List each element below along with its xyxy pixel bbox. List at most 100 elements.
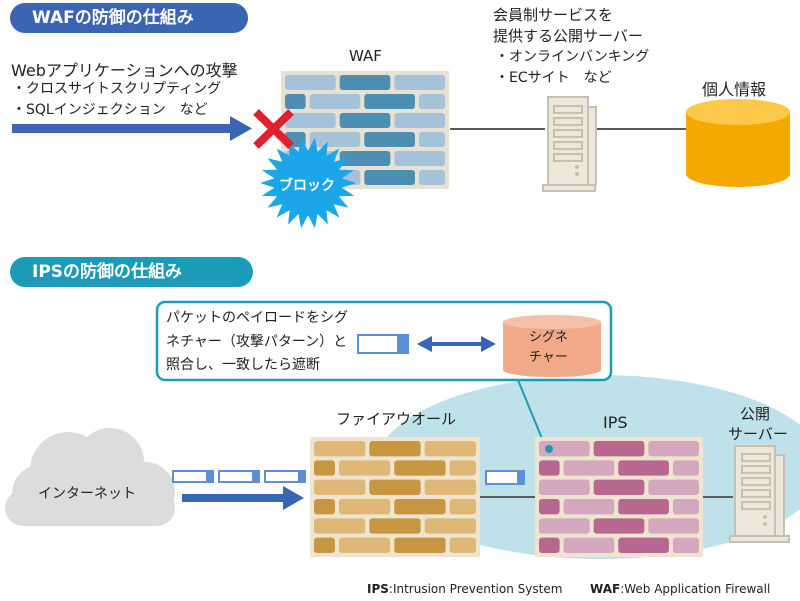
server-item-banking: ・オンラインバンキング xyxy=(495,49,650,65)
brick xyxy=(338,537,391,553)
brick xyxy=(314,479,366,495)
brick xyxy=(314,537,335,553)
incoming-traffic-arrow xyxy=(182,486,304,510)
brick xyxy=(285,75,336,90)
legend-waf-abbr: WAF xyxy=(590,582,621,596)
brick xyxy=(394,75,445,90)
brick xyxy=(339,113,391,128)
brick xyxy=(539,518,590,534)
server-heading-line2: 提供する公開サーバー xyxy=(493,27,643,45)
compare-double-arrow xyxy=(417,336,496,352)
waf-section-title: WAFの防御の仕組み xyxy=(10,3,248,33)
attack-arrow xyxy=(12,116,252,141)
brick xyxy=(364,132,415,147)
block-x-icon xyxy=(253,109,294,149)
ips-public-server-icon xyxy=(729,445,790,543)
callout-anchor-dot xyxy=(545,445,553,453)
internet-cloud-icon xyxy=(5,428,175,526)
ips-wall xyxy=(535,437,703,557)
public-server-icon xyxy=(542,96,597,192)
brick xyxy=(339,151,391,166)
internet-label: インターネット xyxy=(38,486,136,502)
brick xyxy=(593,479,645,495)
brick xyxy=(539,537,560,553)
brick xyxy=(394,113,445,128)
brick xyxy=(364,94,415,109)
callout-line-1: パケットのペイロードをシグ xyxy=(166,310,348,326)
attack-heading: Webアプリケーションへの攻撃 xyxy=(11,61,238,80)
brick xyxy=(314,460,335,476)
firewall-label: ファイアウオール xyxy=(336,410,457,428)
brick xyxy=(593,441,645,457)
callout-line-3: 照合し、一致したら遮断 xyxy=(166,357,320,373)
brick xyxy=(369,479,421,495)
db-label: 個人情報 xyxy=(702,80,767,99)
brick xyxy=(369,441,421,457)
callout-packet-icon xyxy=(357,334,409,354)
server-heading-line1: 会員制サービスを xyxy=(493,6,614,24)
legend-ips-full: :Intrusion Prevention System xyxy=(388,582,563,596)
brick xyxy=(285,113,336,128)
brick xyxy=(618,537,669,553)
brick xyxy=(424,518,476,534)
brick xyxy=(424,479,476,495)
brick xyxy=(424,441,476,457)
public-server-label-line2: サーバー xyxy=(728,425,788,443)
legend-ips: IPS:Intrusion Prevention System xyxy=(367,582,562,596)
brick xyxy=(418,94,445,109)
brick xyxy=(314,518,366,534)
brick xyxy=(618,499,669,515)
brick xyxy=(449,460,476,476)
attack-item-sqli: ・SQLインジェクション など xyxy=(12,102,208,118)
brick xyxy=(648,479,699,495)
brick xyxy=(672,499,699,515)
ips-section-title: IPSの防御の仕組み xyxy=(10,257,253,287)
brick xyxy=(449,537,476,553)
waf-label: WAF xyxy=(349,47,382,65)
brick xyxy=(394,537,446,553)
brick xyxy=(593,518,645,534)
brick xyxy=(314,441,366,457)
signature-label-line2: チャー xyxy=(529,350,568,365)
brick xyxy=(418,170,445,185)
brick xyxy=(418,132,445,147)
ips-label: IPS xyxy=(603,413,628,432)
brick xyxy=(339,75,391,90)
brick xyxy=(285,94,306,109)
legend-waf-full: :Web Application Firewall xyxy=(620,582,771,596)
brick xyxy=(563,460,615,476)
brick xyxy=(394,151,445,166)
firewall-wall xyxy=(310,437,480,557)
server-item-ec: ・ECサイト など xyxy=(495,70,612,86)
block-burst-icon xyxy=(260,137,356,229)
brick xyxy=(618,460,669,476)
brick xyxy=(539,441,590,457)
brick xyxy=(563,499,615,515)
brick xyxy=(648,441,699,457)
brick xyxy=(563,537,615,553)
public-server-label-line1: 公開 xyxy=(740,405,771,423)
incoming-packets xyxy=(172,470,306,483)
legend-waf: WAF:Web Application Firewall xyxy=(590,582,770,596)
attack-item-xss: ・クロスサイトスクリプティング xyxy=(12,81,222,97)
brick xyxy=(338,499,391,515)
brick xyxy=(539,460,560,476)
personal-info-database-icon xyxy=(686,99,790,187)
brick xyxy=(338,460,391,476)
brick xyxy=(539,479,590,495)
brick xyxy=(314,499,335,515)
passing-packet-icon xyxy=(485,470,525,485)
signature-database-icon xyxy=(503,315,601,377)
brick xyxy=(364,170,415,185)
brick xyxy=(449,499,476,515)
brick xyxy=(309,132,361,147)
brick xyxy=(369,518,421,534)
brick xyxy=(394,460,446,476)
block-label: ブロック xyxy=(279,178,335,194)
brick xyxy=(539,499,560,515)
brick xyxy=(394,499,446,515)
signature-label-line1: シグネ xyxy=(529,330,569,345)
brick xyxy=(672,460,699,476)
brick xyxy=(648,518,699,534)
